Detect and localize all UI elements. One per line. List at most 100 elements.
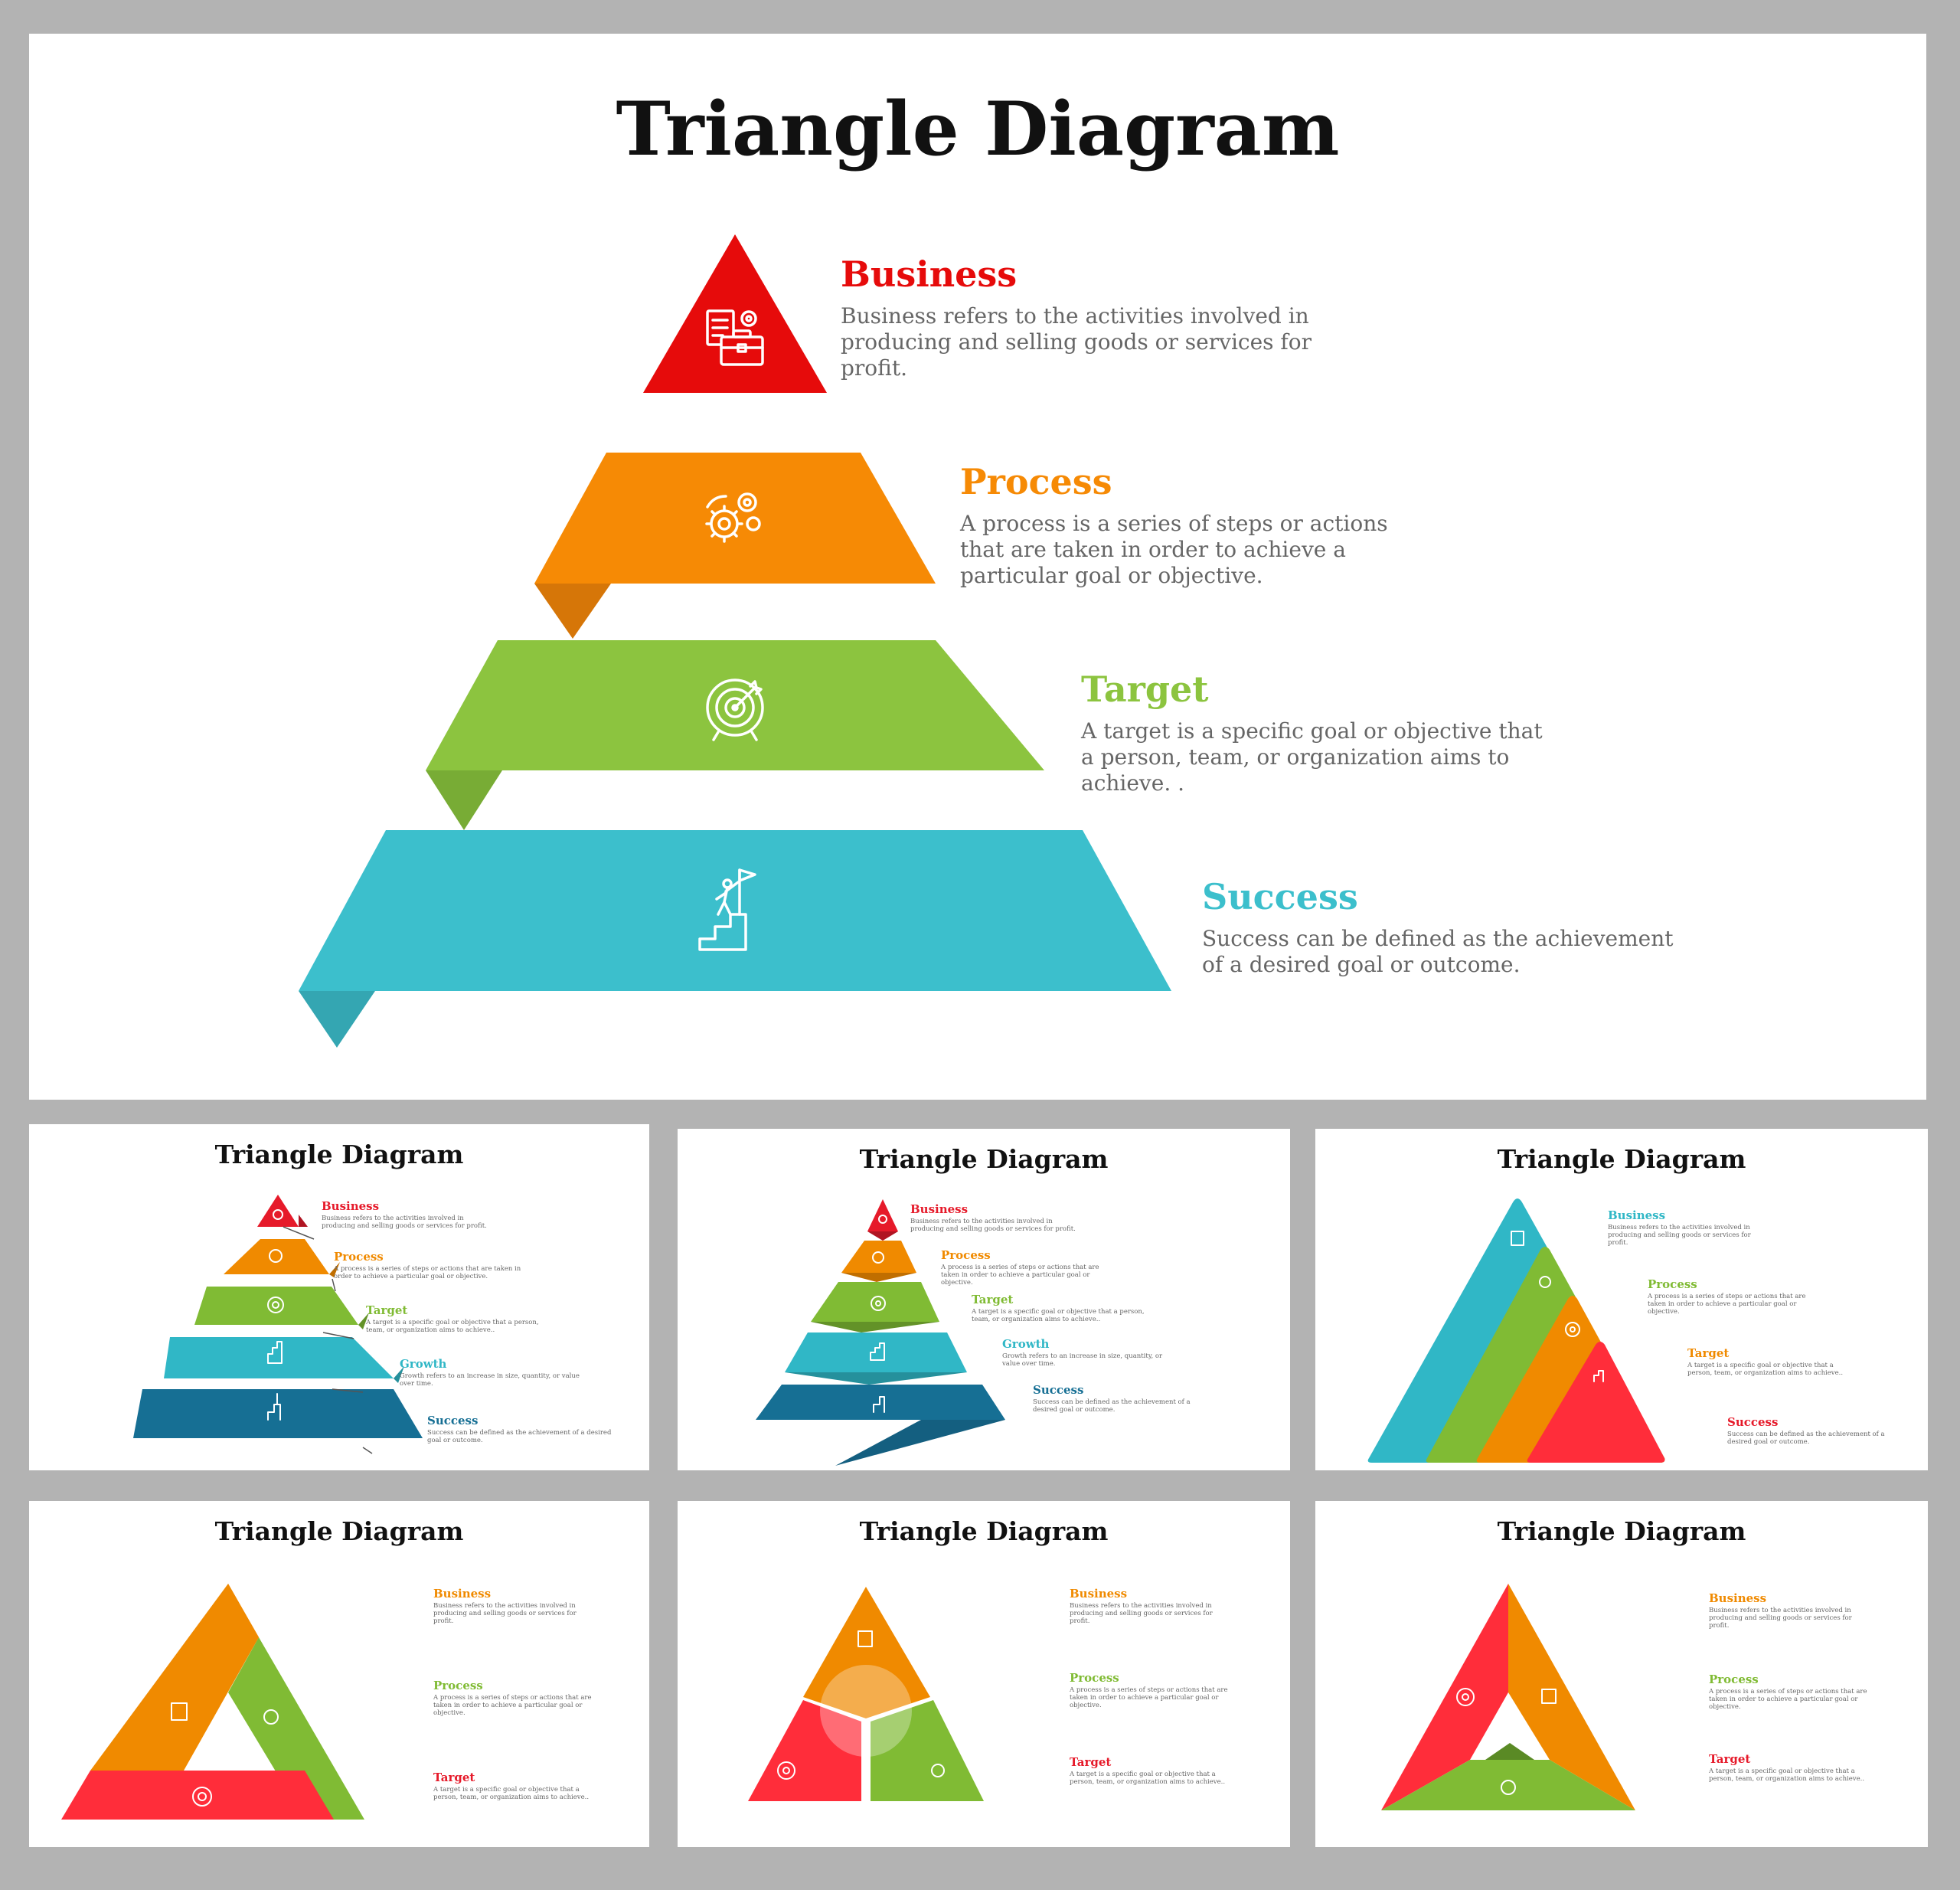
thumbnail-4-item-process: Process A process is a series of steps o… (433, 1679, 594, 1717)
thumbnail-6-process-title: Process (1709, 1673, 1759, 1686)
target-icon (706, 679, 764, 741)
pyramid-diagram (299, 234, 1171, 1048)
thumbnail-5-business-desc: Business refers to the activities involv… (1070, 1602, 1213, 1625)
layer-process-title: Process (960, 461, 1112, 502)
thumbnail-3-item-success: Success Success can be defined as the ac… (1727, 1415, 1888, 1446)
thumbnail-1-target-desc: A target is a specific goal or objective… (366, 1319, 539, 1334)
thumbnail-6-business-desc: Business refers to the activities involv… (1709, 1607, 1852, 1630)
thumbnail-6-triangle (1381, 1584, 1635, 1810)
thumbnail-1-target-title: Target (366, 1303, 408, 1317)
success-stairs-flag-icon (698, 868, 756, 951)
thumbnail-1-growth-title: Growth (400, 1357, 447, 1371)
main-slide: Triangle Diagram (29, 34, 1926, 1100)
thumbnail-1-item-growth: Growth Growth refers to an increase in s… (400, 1357, 583, 1388)
thumbnail-4-business-title: Business (433, 1587, 492, 1601)
thumbnail-5-item-process: Process A process is a series of steps o… (1070, 1671, 1230, 1709)
thumbnail-2-success-title: Success (1033, 1383, 1084, 1397)
business-triangle (643, 234, 827, 393)
thumbnail-1-item-success: Success Success can be defined as the ac… (427, 1414, 619, 1444)
thumbnail-4-triangle (61, 1584, 364, 1820)
layer-success: Success Success can be defined as the ac… (1202, 875, 1677, 978)
layer-process-desc: A process is a series of steps or action… (960, 511, 1388, 588)
thumbnail-3-target-title: Target (1687, 1346, 1730, 1360)
thumbnail-1-process-desc: A process is a series of steps or action… (334, 1265, 521, 1280)
thumbnail-1-success-title: Success (427, 1414, 479, 1427)
layer-business: Business Business refers to the activiti… (841, 253, 1315, 381)
thumbnail-4-item-target: Target A target is a specific goal or ob… (433, 1771, 594, 1801)
thumbnail-6-process-desc: A process is a series of steps or action… (1709, 1688, 1867, 1711)
thumbnail-1-item-target: Target A target is a specific goal or ob… (366, 1303, 557, 1334)
thumbnail-6-title: Triangle Diagram (1497, 1516, 1746, 1546)
thumbnail-5-business-title: Business (1070, 1587, 1128, 1601)
thumbnail-4-target-desc: A target is a specific goal or objective… (433, 1786, 590, 1801)
thumbnail-4-process-desc: A process is a series of steps or action… (433, 1694, 592, 1717)
thumbnail-5-target-title: Target (1070, 1755, 1112, 1769)
thumbnail-2-process-title: Process (941, 1248, 991, 1262)
layer-business-title: Business (841, 253, 1018, 295)
layer-target: Target A target is a specific goal or ob… (1081, 668, 1556, 796)
thumbnail-2-item-success: Success Success can be defined as the ac… (1033, 1383, 1209, 1414)
thumbnail-5-process-desc: A process is a series of steps or action… (1070, 1686, 1228, 1709)
thumbnail-2-business-desc: Business refers to the activities involv… (910, 1218, 1076, 1233)
thumbnail-1-item-business: Business Business refers to the activiti… (322, 1199, 490, 1230)
thumbnail-3-target-desc: A target is a specific goal or objective… (1687, 1362, 1844, 1377)
thumbnail-2-target-desc: A target is a specific goal or objective… (972, 1308, 1145, 1323)
thumbnail-6-target-desc: A target is a specific goal or objective… (1709, 1767, 1865, 1783)
thumbnail-2-growth-title: Growth (1002, 1337, 1050, 1351)
thumbnail-6-item-business: Business Business refers to the activiti… (1709, 1591, 1870, 1630)
thumbnail-4-target-title: Target (433, 1771, 475, 1784)
thumbnail-1-item-process: Process A process is a series of steps o… (334, 1250, 525, 1280)
gears-icon (705, 492, 761, 543)
thumbnail-2-item-target: Target A target is a specific goal or ob… (972, 1293, 1148, 1323)
thumbnail-1-pyramid (133, 1195, 423, 1454)
thumbnail-4-business-desc: Business refers to the activities involv… (433, 1602, 577, 1625)
thumbnail-1-success-desc: Success can be defined as the achievemen… (427, 1429, 612, 1444)
thumbnail-6-item-target: Target A target is a specific goal or ob… (1709, 1752, 1870, 1783)
thumbnail-2-business-title: Business (910, 1202, 969, 1216)
thumbnail-3-item-target: Target A target is a specific goal or ob… (1687, 1346, 1848, 1377)
thumbnail-3-title: Triangle Diagram (1497, 1144, 1746, 1174)
thumbnail-3-triangles (1367, 1198, 1665, 1463)
thumbnail-6-item-process: Process A process is a series of steps o… (1709, 1673, 1870, 1711)
thumbnail-2-item-growth: Growth Growth refers to an increase in s… (1002, 1337, 1178, 1368)
thumbnail-2-item-business: Business Business refers to the activiti… (910, 1202, 1079, 1233)
thumbnail-5-title: Triangle Diagram (859, 1516, 1109, 1546)
thumbnail-3-business-title: Business (1608, 1208, 1666, 1222)
thumbnail-2-target-title: Target (972, 1293, 1014, 1306)
success-trapezoid (299, 830, 1171, 991)
thumbnail-6-business-title: Business (1709, 1591, 1767, 1605)
layer-business-desc: Business refers to the activities involv… (841, 303, 1312, 381)
thumbnail-2[interactable]: Triangle Diagram Business Business refer… (678, 1129, 1290, 1470)
thumbnail-3-item-business: Business Business refers to the activiti… (1608, 1208, 1769, 1247)
thumbnail-4[interactable]: Triangle Diagram Business Business refer… (29, 1501, 649, 1847)
main-slide-title: Triangle Diagram (616, 86, 1340, 172)
thumbnail-1[interactable]: Triangle Diagram Business Business refer… (29, 1124, 649, 1470)
thumbnail-4-process-title: Process (433, 1679, 483, 1692)
layer-target-desc: A target is a specific goal or objective… (1081, 718, 1543, 796)
success-fold (299, 991, 375, 1048)
thumbnail-3[interactable]: Triangle Diagram Business Business refer… (1315, 1129, 1928, 1470)
thumbnail-4-title: Triangle Diagram (214, 1516, 464, 1546)
thumbnail-5-target-desc: A target is a specific goal or objective… (1070, 1771, 1226, 1786)
thumbnail-2-success-desc: Success can be defined as the achievemen… (1033, 1398, 1191, 1414)
layer-success-desc: Success can be defined as the achievemen… (1202, 926, 1674, 977)
thumbnail-2-process-desc: A process is a series of steps or action… (941, 1264, 1099, 1287)
thumbnail-3-success-title: Success (1727, 1415, 1779, 1429)
target-fold (426, 770, 502, 830)
thumbnail-6-target-title: Target (1709, 1752, 1751, 1766)
thumbnail-1-title: Triangle Diagram (214, 1140, 464, 1169)
process-fold (534, 584, 611, 639)
thumbnail-5[interactable]: Triangle Diagram Business Business refer… (678, 1501, 1290, 1847)
layer-target-title: Target (1081, 669, 1209, 710)
thumbnail-2-item-process: Process A process is a series of steps o… (941, 1248, 1117, 1287)
thumbnail-5-item-business: Business Business refers to the activiti… (1070, 1587, 1230, 1625)
thumbnail-1-business-desc: Business refers to the activities involv… (322, 1215, 487, 1230)
thumbnail-5-triangle (748, 1587, 984, 1801)
business-briefcase-icon (706, 309, 764, 366)
thumbnail-3-item-process: Process A process is a series of steps o… (1648, 1277, 1808, 1316)
thumbnail-2-pyramid (756, 1199, 1005, 1466)
thumbnail-3-process-title: Process (1648, 1277, 1697, 1291)
thumbnail-5-item-target: Target A target is a specific goal or ob… (1070, 1755, 1230, 1786)
thumbnail-3-business-desc: Business refers to the activities involv… (1608, 1224, 1751, 1247)
thumbnail-6[interactable]: Triangle Diagram Business Business refer… (1315, 1501, 1928, 1847)
